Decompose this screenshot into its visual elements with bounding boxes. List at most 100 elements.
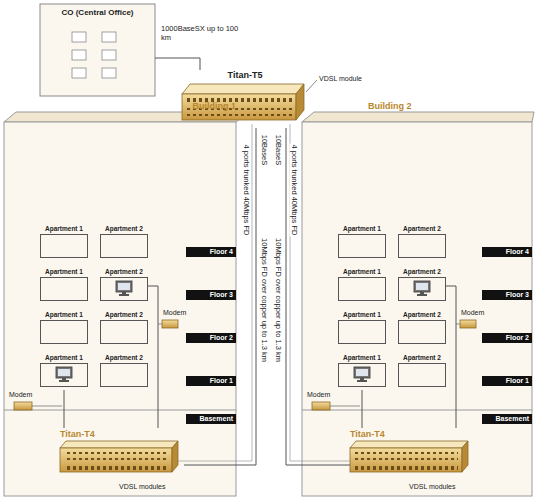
drawing-part — [14, 402, 32, 410]
drawing-part — [306, 80, 317, 92]
drawing-part — [302, 410, 532, 411]
modem-label: Modem — [306, 390, 331, 399]
modem-box — [14, 320, 476, 410]
switch-t5 — [182, 80, 317, 120]
floor-label: Floor 3 — [482, 290, 532, 300]
apartment-square — [398, 320, 446, 344]
edge-label: 10Mbps FD over copper up to 1.3 km — [260, 237, 269, 363]
node-text: Building 1 — [4, 100, 240, 112]
switch-t4 — [60, 441, 468, 472]
floor-label: Floor 2 — [482, 333, 532, 343]
co-building: CO (Central Office) — [40, 4, 155, 96]
apartment-box: Apartment 1 — [338, 311, 386, 347]
modem-label: Modem — [8, 390, 33, 399]
computer-part — [354, 367, 370, 378]
apartment-box: Apartment 2 — [398, 354, 446, 390]
switch-node: Titan-T4 — [350, 428, 474, 474]
node-text: Apartment 1 — [338, 268, 386, 276]
node-text: Apartment 2 — [398, 311, 446, 319]
apartment-square — [338, 234, 386, 258]
modem-label: Modem — [162, 308, 187, 317]
node-text: Apartment 1 — [40, 311, 88, 319]
apartment-box: Apartment 2 — [398, 311, 446, 347]
node-text: Apartment 1 — [40, 268, 88, 276]
floor-label: Floor 1 — [186, 376, 236, 386]
apartment-square — [398, 234, 446, 258]
apartment-box: Apartment 1 — [338, 225, 386, 261]
computer-part — [122, 292, 126, 294]
node-text: Apartment 2 — [398, 354, 446, 362]
drawing-part — [354, 452, 458, 460]
computer-icon — [114, 280, 134, 298]
drawing-part — [158, 324, 162, 325]
drawing-part — [296, 84, 304, 120]
trunk-wire — [178, 124, 350, 461]
computer-part — [357, 380, 367, 382]
trunk-label: 4 ports trunked 40Mbps FD — [242, 144, 251, 237]
modem-label: Modem — [460, 308, 485, 317]
cable-line — [184, 128, 256, 465]
computer-part — [416, 283, 428, 290]
apartment-square — [338, 363, 386, 387]
node-text: Titan-T4 — [350, 428, 474, 440]
floor-label: Basement — [482, 414, 532, 424]
apartment-square — [100, 320, 148, 344]
apartment-box: Apartment 1 — [40, 311, 88, 347]
drawing-part — [102, 68, 116, 78]
drawing-part — [72, 32, 86, 42]
link-label: 10BaseS — [274, 134, 283, 166]
floor-label: Floor 4 — [482, 247, 532, 257]
drawing-part — [302, 112, 534, 122]
computer-part — [417, 294, 427, 296]
trunk-label: 4 ports trunked 40Mbps FD — [290, 144, 299, 237]
apartment-square — [40, 277, 88, 301]
floor-label: Basement — [186, 414, 236, 424]
node-text: CO (Central Office) — [59, 8, 137, 18]
drawing-part — [330, 406, 360, 407]
drawing-part — [4, 122, 236, 496]
cable-line — [446, 286, 456, 428]
drawing-part — [40, 4, 155, 96]
apartment-box: Apartment 1 — [40, 268, 88, 304]
drawing-part — [172, 441, 178, 472]
computer-part — [360, 378, 364, 380]
apartment-square — [338, 320, 386, 344]
node-text: Building 2 — [302, 100, 536, 112]
computer-part — [119, 294, 129, 296]
apartment-square — [100, 277, 148, 301]
node-text: Apartment 2 — [100, 225, 148, 233]
apartment-box: Apartment 2 — [100, 225, 148, 261]
drawing-part — [462, 441, 468, 472]
callout-label: VDSL module — [318, 74, 363, 83]
cable-line — [64, 390, 65, 428]
drawing-part — [102, 32, 116, 42]
floor-label: Floor 1 — [482, 376, 532, 386]
node-text: Apartment 2 — [100, 311, 148, 319]
computer-icon — [412, 280, 432, 298]
node-text: Apartment 2 — [100, 268, 148, 276]
apartment-box: Apartment 1 — [338, 268, 386, 304]
apartment-box: Apartment 2 — [398, 225, 446, 261]
floor-label: Floor 3 — [186, 290, 236, 300]
apartment-square — [40, 363, 88, 387]
node-text: Apartment 1 — [338, 225, 386, 233]
cable-line — [155, 58, 200, 70]
apartment-square — [398, 277, 446, 301]
apartment-box: Apartment 2 — [100, 311, 148, 347]
drawing-part — [60, 441, 178, 448]
drawing-part — [32, 406, 62, 407]
computer-part — [356, 369, 368, 376]
apartment-square — [100, 363, 148, 387]
drawing-part — [4, 410, 236, 411]
drawing-part — [64, 462, 168, 470]
floor-label: Floor 4 — [186, 247, 236, 257]
switch-node: Titan-T5 — [178, 70, 312, 128]
computer-part — [420, 292, 424, 294]
apartment-box: Apartment 1 — [40, 354, 88, 390]
drawing-part — [72, 68, 86, 78]
cable-line — [286, 128, 350, 465]
cable-line — [362, 390, 363, 428]
co-building — [40, 4, 155, 96]
node-text: Apartment 1 — [40, 225, 88, 233]
